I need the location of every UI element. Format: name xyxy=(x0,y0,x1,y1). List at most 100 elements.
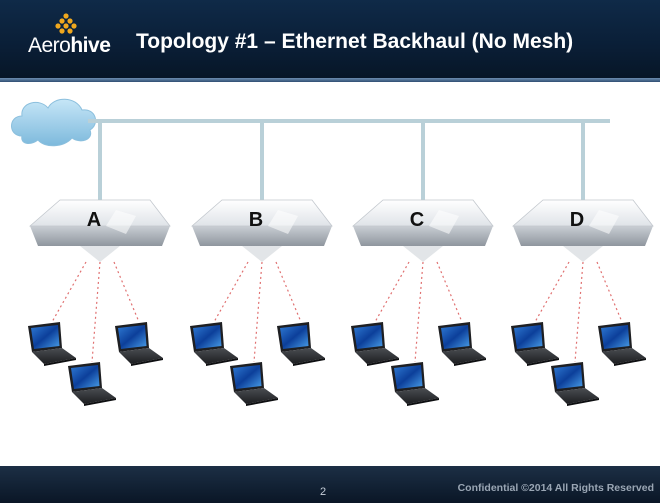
ap-highlight xyxy=(429,210,459,234)
client-group xyxy=(28,322,646,406)
laptop-edge xyxy=(527,358,559,366)
topology-diagram: A B C D xyxy=(11,98,654,406)
laptop-base xyxy=(72,388,116,404)
laptop-client-icon xyxy=(511,322,559,366)
aerohive-logo-icon xyxy=(55,13,77,34)
laptop-base xyxy=(515,348,559,364)
backhaul-drop-line-a xyxy=(98,122,102,200)
wireless-link-a-3 xyxy=(113,261,140,323)
header-accent-bar xyxy=(0,78,660,82)
laptop-screen xyxy=(233,365,262,389)
laptop-screen xyxy=(441,325,470,349)
laptop-screen xyxy=(118,325,147,349)
access-point-c-icon xyxy=(351,199,494,262)
internet-cloud-icon xyxy=(11,98,97,147)
aerohive-logo: Aerohive xyxy=(28,34,111,58)
laptop-base xyxy=(442,348,486,364)
laptop-edge xyxy=(206,358,238,366)
laptop-screen xyxy=(280,325,309,349)
laptop-edge xyxy=(293,358,325,366)
laptop-edge xyxy=(246,398,278,406)
wireless-link-c-2 xyxy=(414,261,424,363)
wireless-link-a-2 xyxy=(91,261,101,363)
laptop-screen xyxy=(394,365,423,389)
ap-highlight xyxy=(106,210,136,234)
backhaul-drop-line-c xyxy=(421,122,425,200)
laptop-client-icon xyxy=(230,362,278,406)
laptop-edge xyxy=(84,398,116,406)
laptop-base xyxy=(281,348,325,364)
wireless-link-d-1 xyxy=(534,261,570,323)
wireless-link-c-3 xyxy=(436,261,463,323)
laptop-edge xyxy=(44,358,76,366)
laptop-screen xyxy=(354,325,383,349)
ethernet-backhaul-line xyxy=(88,119,610,123)
ap-side xyxy=(513,226,653,246)
laptop-base xyxy=(194,348,238,364)
access-point-label: B xyxy=(249,209,263,231)
laptop-base xyxy=(234,388,278,404)
laptop-client-icon xyxy=(190,322,238,366)
wireless-link-b-2 xyxy=(253,261,263,363)
laptop-edge xyxy=(567,398,599,406)
ap-shadow xyxy=(563,246,603,262)
laptop-edge xyxy=(131,358,163,366)
laptop-client-icon xyxy=(277,322,325,366)
wireless-link-d-3 xyxy=(596,261,623,323)
laptop-base xyxy=(602,348,646,364)
wireless-link-a-1 xyxy=(51,261,87,323)
laptop-client-icon xyxy=(438,322,486,366)
access-point-group: A B C D xyxy=(28,122,654,262)
laptop-base xyxy=(555,388,599,404)
logo-text-bold: hive xyxy=(70,34,111,57)
laptop-screen xyxy=(71,365,100,389)
backhaul-drop-line-d xyxy=(581,122,585,200)
laptop-base xyxy=(32,348,76,364)
ap-shadow xyxy=(403,246,443,262)
laptop-screen xyxy=(514,325,543,349)
laptop-client-icon xyxy=(115,322,163,366)
access-point-label: D xyxy=(570,209,584,231)
laptop-base xyxy=(395,388,439,404)
laptop-client-icon xyxy=(28,322,76,366)
ap-side xyxy=(192,226,332,246)
access-point-label: A xyxy=(87,209,101,231)
laptop-edge xyxy=(407,398,439,406)
laptop-base xyxy=(355,348,399,364)
slide-header xyxy=(0,0,660,78)
wireless-link-d-2 xyxy=(574,261,584,363)
wireless-link-b-3 xyxy=(275,261,302,323)
laptop-screen xyxy=(193,325,222,349)
ap-shadow xyxy=(80,246,120,262)
logo-text-light: Aero xyxy=(28,34,71,57)
access-point-a-icon xyxy=(28,199,171,262)
wireless-link-group xyxy=(51,261,623,363)
laptop-client-icon xyxy=(551,362,599,406)
ap-side xyxy=(30,226,170,246)
laptop-screen xyxy=(554,365,583,389)
access-point-label: C xyxy=(410,209,424,231)
backhaul-drop-line-b xyxy=(260,122,264,200)
access-point-d-icon xyxy=(511,199,654,262)
laptop-client-icon xyxy=(68,362,116,406)
slide-title: Topology #1 – Ethernet Backhaul (No Mesh… xyxy=(136,30,574,53)
slide-footer: 2 Confidential ©2014 All Rights Reserved xyxy=(0,466,660,503)
laptop-edge xyxy=(367,358,399,366)
ap-highlight xyxy=(268,210,298,234)
ap-highlight xyxy=(589,210,619,234)
laptop-screen xyxy=(31,325,60,349)
laptop-client-icon xyxy=(598,322,646,366)
laptop-base xyxy=(119,348,163,364)
laptop-screen xyxy=(601,325,630,349)
laptop-client-icon xyxy=(351,322,399,366)
page-number: 2 xyxy=(320,486,327,498)
wireless-link-c-1 xyxy=(374,261,410,323)
wireless-link-b-1 xyxy=(213,261,249,323)
laptop-edge xyxy=(614,358,646,366)
laptop-edge xyxy=(454,358,486,366)
ap-shadow xyxy=(242,246,282,262)
access-point-b-icon xyxy=(190,199,333,262)
laptop-client-icon xyxy=(391,362,439,406)
confidential-notice: Confidential ©2014 All Rights Reserved xyxy=(457,482,654,494)
ap-side xyxy=(353,226,493,246)
